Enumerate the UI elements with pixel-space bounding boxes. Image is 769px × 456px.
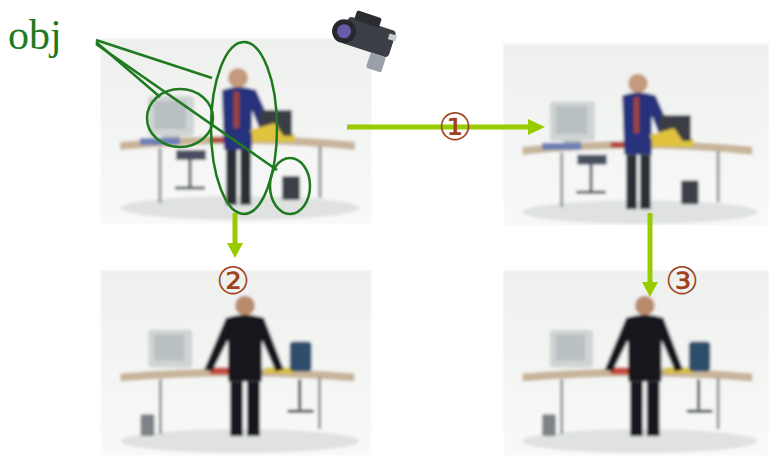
callout-number: ② [216,262,250,300]
object-marks [96,40,310,214]
callout-number: ③ [665,262,699,300]
camera-icon [324,5,401,74]
photo-1 [100,38,372,225]
photo-2 [503,44,769,229]
photo-4 [503,270,769,456]
object-label: obj [8,14,62,56]
callout-number: ① [438,108,472,146]
